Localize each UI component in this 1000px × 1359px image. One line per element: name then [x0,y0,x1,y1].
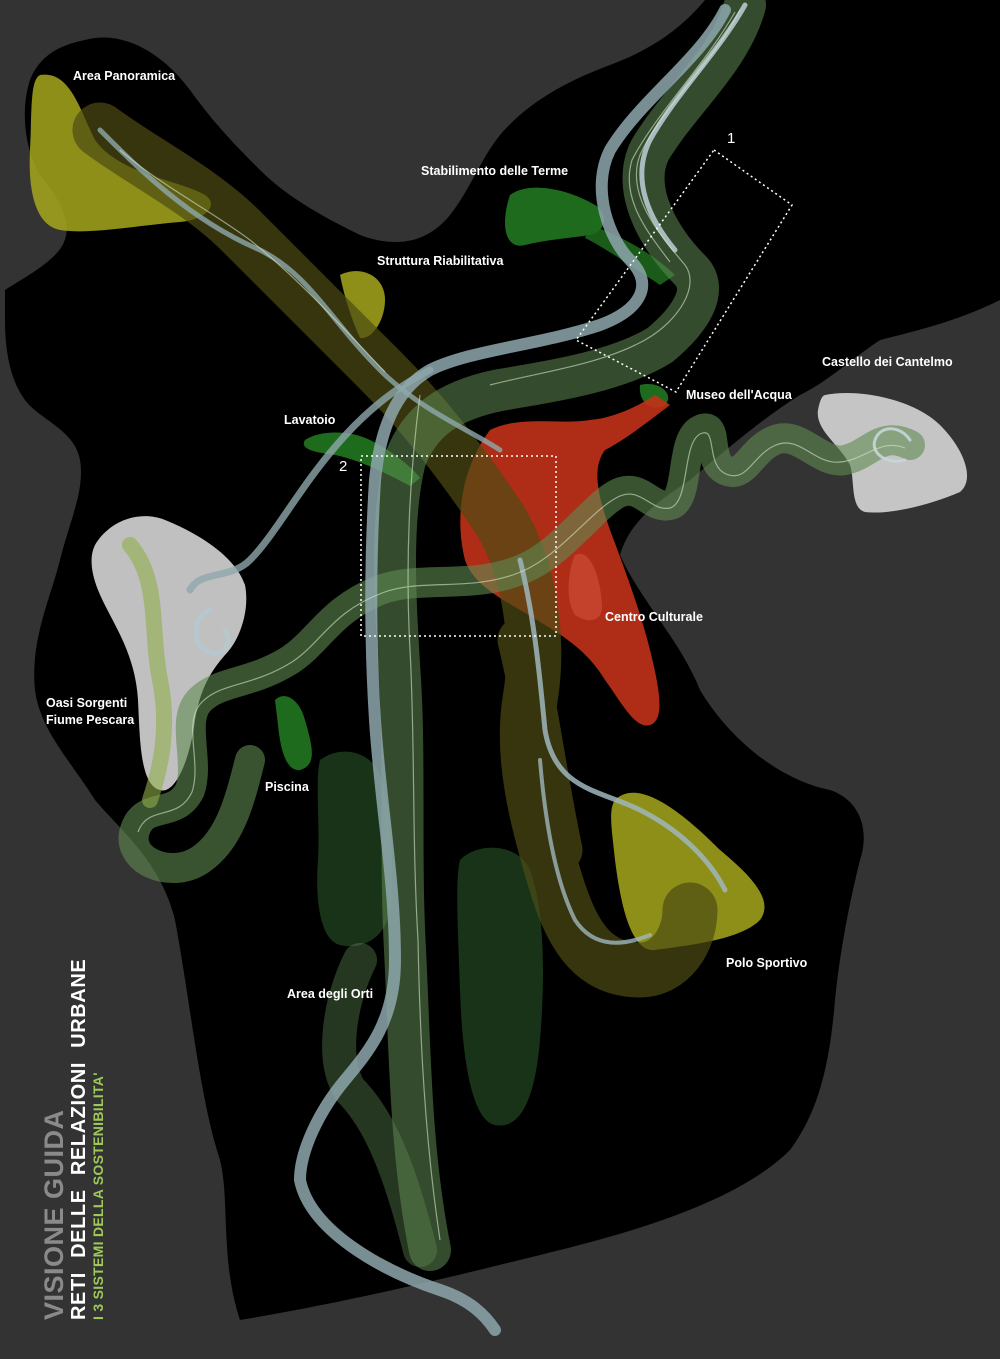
area-orti-shape-2 [457,847,543,1126]
polo-sportivo-shape [611,792,765,951]
title-reti-relazioni: RETI DELLE RELAZIONI URBANE [68,958,90,1320]
label-stabilimento-terme: Stabilimento delle Terme [421,164,569,178]
label-museo-acqua: Museo dell'Acqua [686,388,792,402]
label-struttura-riabilitativa: Struttura Riabilitativa [377,254,504,268]
label-oasi-sorgenti-line2: Fiume Pescara [46,713,135,727]
river [97,2,912,1336]
struttura-riabilitativa-shape [340,271,385,339]
label-castello-cantelmo: Castello dei Cantelmo [822,355,953,369]
title-sistemi-sostenibilita: I 3 SISTEMI DELLA SOSTENIBILITA' [90,1072,106,1320]
label-polo-sportivo: Polo Sportivo [726,956,808,970]
label-lavatoio: Lavatoio [284,413,336,427]
area-orti-shape [317,751,393,947]
detail-marker-2: 2 [339,458,348,475]
vertical-title-block: VISIONE GUIDA RETI DELLE RELAZIONI URBAN… [39,958,106,1320]
title-visione-guida: VISIONE GUIDA [39,1109,69,1320]
label-centro-culturale: Centro Culturale [605,610,703,624]
detail-frame-1 [574,148,794,393]
detail-frame-2 [360,455,557,637]
piscina-shape [275,696,312,771]
label-area-panoramica: Area Panoramica [73,69,176,83]
label-area-orti: Area degli Orti [287,987,374,1001]
centro-culturale-shape [460,395,670,726]
stabilimento-terme-shape [505,187,605,246]
oasi-sorgenti-shape [91,516,247,791]
network-strands [119,9,906,1241]
label-piscina: Piscina [265,780,309,794]
detail-marker-1: 1 [727,130,736,147]
label-oasi-sorgenti-line1: Oasi Sorgenti [46,696,128,710]
